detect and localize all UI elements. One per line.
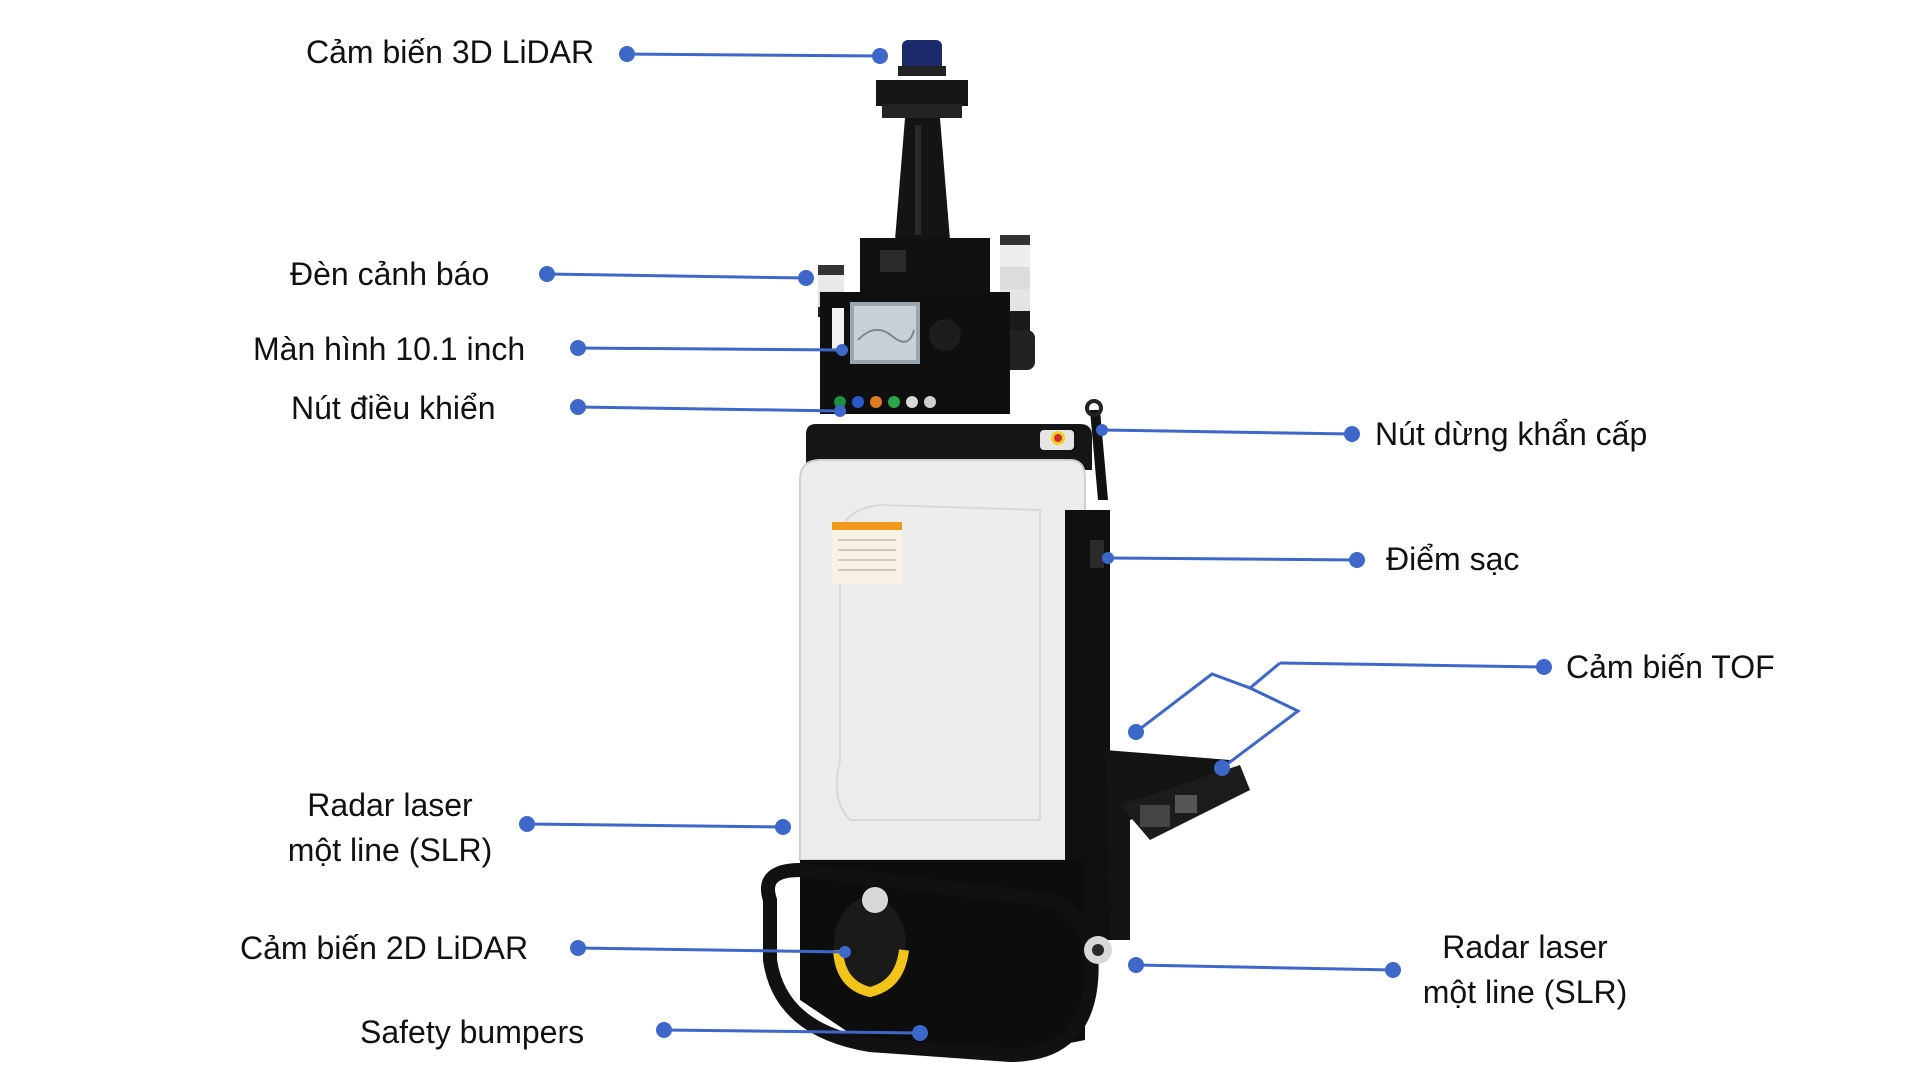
label-screen: Màn hình 10.1 inch [253, 331, 526, 367]
control-panel [820, 292, 1010, 414]
lidar2d-unit [833, 887, 909, 998]
label-lidar2d: Cảm biến 2D LiDAR [240, 930, 529, 966]
label-slr-left-line2: một line (SLR) [287, 832, 493, 868]
label-control-buttons: Nút điều khiển [291, 390, 496, 426]
label-tof-sensor: Cảm biến TOF [1566, 649, 1775, 685]
callout-lines [526, 52, 1545, 1035]
label-lidar3d: Cảm biến 3D LiDAR [306, 34, 595, 70]
label-warning-light: Đèn cảnh báo [290, 256, 490, 292]
label-slr-left-line1: Radar laser [307, 787, 473, 823]
label-emergency-stop: Nút dừng khẩn cấp [1375, 416, 1648, 452]
label-safety-bumpers: Safety bumpers [360, 1014, 585, 1050]
callout-dots [519, 46, 1552, 1041]
label-slr-right-line1: Radar laser [1442, 929, 1608, 965]
robot-body [799, 459, 1086, 861]
label-slr-right: Radar laser một line (SLR) [1400, 925, 1650, 1015]
lidar3d-unit [876, 40, 968, 240]
label-slr-right-line2: một line (SLR) [1422, 974, 1628, 1010]
label-charging-point: Điểm sạc [1386, 541, 1520, 577]
label-slr-left: Radar laser một line (SLR) [270, 783, 510, 873]
